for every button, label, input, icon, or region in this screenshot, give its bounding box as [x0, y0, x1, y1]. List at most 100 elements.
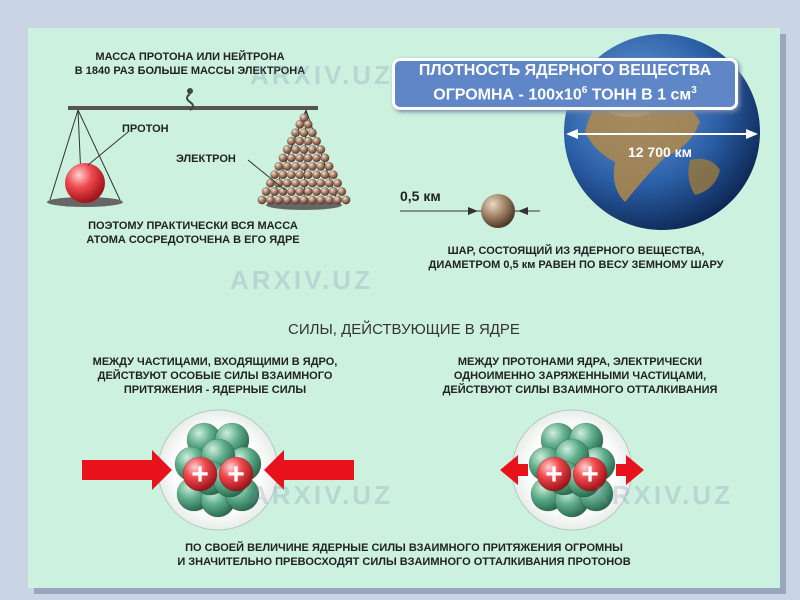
electron-ball: [282, 161, 292, 171]
scale-pivot: [187, 88, 193, 94]
electron-ball: [291, 145, 301, 155]
plus-sign: +: [545, 458, 563, 491]
electron-ball: [333, 195, 343, 205]
electron-ball: [312, 153, 322, 163]
forces-left-caption: МЕЖДУ ЧАСТИЦАМИ, ВХОДЯЩИМИ В ЯДРО, ДЕЙСТ…: [92, 356, 338, 396]
electron-ball: [282, 195, 292, 205]
electron-label: ЭЛЕКТРОН: [176, 153, 236, 165]
electron-ball: [316, 161, 326, 171]
forces-title: СИЛЫ, ДЕЙСТВУЮЩИЕ В ЯДРЕ: [288, 321, 520, 338]
electron-ball: [320, 153, 330, 163]
nucleus-attraction: ++: [82, 409, 354, 531]
electron-ball: [341, 195, 351, 205]
electron-ball: [316, 178, 326, 188]
ball-caption: ШАР, СОСТОЯЩИЙ ИЗ ЯДЕРНОГО ВЕЩЕСТВА, ДИА…: [428, 245, 724, 271]
electron-ball: [324, 195, 334, 205]
electron-ball: [303, 153, 313, 163]
earth-diameter-label: 12 700 км: [627, 144, 693, 160]
electron-ball: [286, 153, 296, 163]
electron-ball: [270, 187, 280, 197]
electron-ball: [333, 178, 343, 188]
electron-ball: [295, 170, 305, 180]
electron-ball: [307, 161, 317, 171]
electron-ball: [312, 170, 322, 180]
electron-ball: [299, 161, 309, 171]
electron-ball: [328, 170, 338, 180]
ball-diameter-label: 0,5 км: [400, 188, 441, 204]
plus-sign: +: [191, 458, 209, 491]
electron-ball: [320, 170, 330, 180]
electron-ball: [303, 187, 313, 197]
electron-ball: [312, 136, 322, 146]
arrow-left-out: [500, 455, 528, 485]
electron-ball: [328, 187, 338, 197]
electron-ball: [337, 187, 347, 197]
balance-scale: [47, 88, 351, 210]
electron-ball: [295, 119, 305, 129]
electron-ball: [295, 187, 305, 197]
density-unit: ТОНН В 1 см: [587, 86, 692, 104]
proton-ball: [536, 456, 572, 492]
nuclear-ball: [400, 194, 540, 228]
proton-ball: [572, 456, 608, 492]
plus-sign: +: [227, 458, 245, 491]
electron-ball: [295, 136, 305, 146]
electron-ball: [303, 136, 313, 146]
electron-ball: [282, 178, 292, 188]
electron-ball: [291, 195, 301, 205]
electron-ball: [303, 170, 313, 180]
plus-sign: +: [581, 458, 599, 491]
density-box: ПЛОТНОСТЬ ЯДЕРНОГО ВЕЩЕСТВА ОГРОМНА - 10…: [392, 58, 738, 110]
electron-ball: [278, 170, 288, 180]
watermark: ARXIV.UZ: [590, 480, 733, 510]
mass-caption-bottom: ПОЭТОМУ ПРАКТИЧЕСКИ ВСЯ МАССА АТОМА СОСР…: [86, 220, 300, 246]
nucleus-repulsion: ++: [500, 409, 644, 531]
electron-ball: [282, 145, 292, 155]
proton-label: ПРОТОН: [122, 123, 169, 135]
electron-ball: [274, 195, 284, 205]
electron-ball: [307, 145, 317, 155]
electron-ball: [257, 195, 267, 205]
electron-ball: [286, 170, 296, 180]
forces-bottom-caption: ПО СВОЕЙ ВЕЛИЧИНЕ ЯДЕРНЫЕ СИЛЫ ВЗАИМНОГО…: [177, 542, 631, 568]
electron-ball: [307, 195, 317, 205]
electron-ball: [274, 161, 284, 171]
electron-ball: [299, 195, 309, 205]
electron-ball: [324, 161, 334, 171]
watermark: ARXIV.UZ: [230, 265, 373, 295]
proton-ball: [218, 456, 254, 492]
proton-ball: [182, 456, 218, 492]
density-text: ПЛОТНОСТЬ ЯДЕРНОГО ВЕЩЕСТВА ОГРОМНА - 10…: [418, 62, 712, 104]
proton-ball: [65, 163, 105, 203]
electron-ball: [286, 187, 296, 197]
electron-ball: [295, 153, 305, 163]
electron-ball: [307, 178, 317, 188]
electron-ball: [286, 136, 296, 146]
forces-right-caption: МЕЖДУ ПРОТОНАМИ ЯДРА, ЭЛЕКТРИЧЕСКИ ОДНОИ…: [442, 356, 718, 396]
arrow-right-in: [82, 450, 172, 490]
electron-ball: [303, 119, 313, 129]
electron-ball: [270, 170, 280, 180]
electron-ball: [324, 178, 334, 188]
mass-caption-top: МАССА ПРОТОНА ИЛИ НЕЙТРОНА В 1840 РАЗ БО…: [74, 51, 306, 77]
electron-ball: [299, 145, 309, 155]
electron-pile: [257, 113, 351, 205]
arrow-left-in: [264, 450, 354, 490]
electron-ball: [316, 195, 326, 205]
electron-ball: [312, 187, 322, 197]
electron-ball: [278, 153, 288, 163]
electron-ball: [291, 128, 301, 138]
electron-ball: [299, 178, 309, 188]
arrow-right-out: [616, 455, 644, 485]
scale-hook: [186, 93, 194, 111]
watermark: ARXIV.UZ: [250, 480, 393, 510]
electron-ball: [291, 178, 301, 188]
electron-ball: [299, 128, 309, 138]
electron-ball: [316, 145, 326, 155]
electron-ball: [320, 187, 330, 197]
electron-ball: [291, 161, 301, 171]
watermark: ARXIV.UZ: [250, 60, 393, 90]
electron-ball: [274, 178, 284, 188]
electron-ball: [299, 113, 309, 123]
